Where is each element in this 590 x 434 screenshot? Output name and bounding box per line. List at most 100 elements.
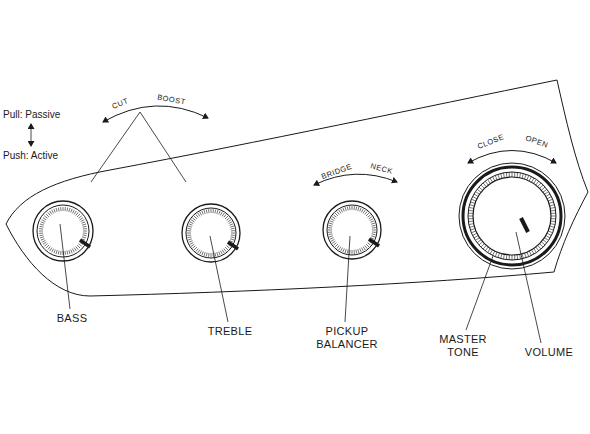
knurl-tick xyxy=(69,208,70,212)
knurl-tick xyxy=(358,249,359,253)
knurl-tick xyxy=(551,210,556,212)
knurl-tick xyxy=(206,253,208,257)
knurl-tick xyxy=(483,183,486,187)
knurl-tick xyxy=(551,221,556,223)
knurl-tick xyxy=(546,236,550,239)
knurl-tick xyxy=(514,172,515,177)
knurl-tick xyxy=(329,233,333,235)
knurl-tick xyxy=(522,174,523,179)
knurl-tick xyxy=(66,208,68,212)
knurl-tick xyxy=(191,244,194,246)
knurl-tick xyxy=(527,175,529,180)
knurl-tick xyxy=(371,221,375,223)
knurl-tick xyxy=(72,249,74,253)
knurl-tick xyxy=(474,194,478,197)
knurl-tick xyxy=(52,249,54,253)
knurl-tick xyxy=(468,216,473,217)
knurl-tick xyxy=(58,208,60,212)
leader-line xyxy=(466,256,493,330)
knurl-tick xyxy=(509,255,510,260)
knurl-tick xyxy=(231,230,235,231)
knurl-tick xyxy=(48,212,51,215)
knurl-tick xyxy=(206,210,208,214)
knurl-tick xyxy=(74,211,76,214)
knurl-tick xyxy=(549,229,554,231)
knurl-tick xyxy=(41,222,45,224)
knurl-tick xyxy=(536,247,539,251)
knurl-tick xyxy=(41,239,45,241)
knurl-tick xyxy=(231,236,235,238)
knurl-tick xyxy=(337,211,340,214)
knurl-tick xyxy=(471,231,476,233)
direction-label: BRIDGE xyxy=(321,163,354,182)
knurling xyxy=(39,172,556,260)
knurl-tick xyxy=(514,255,515,260)
knurl-tick xyxy=(363,210,365,213)
knurl-tick xyxy=(42,220,46,222)
treble-knob-ring xyxy=(186,208,236,258)
knurl-tick xyxy=(529,177,531,182)
knurl-tick xyxy=(200,251,202,255)
knurl-tick xyxy=(83,233,87,234)
knurl-tick xyxy=(187,230,191,231)
knurl-tick xyxy=(50,211,52,214)
knurl-tick xyxy=(468,213,473,214)
knurl-tick xyxy=(329,223,333,224)
knurl-tick xyxy=(46,214,49,217)
knurl-tick xyxy=(495,175,497,180)
knurl-tick xyxy=(551,216,556,217)
knurl-tick xyxy=(372,233,376,235)
knurl-tick xyxy=(77,214,80,217)
knurl-tick xyxy=(363,247,365,250)
knurl-tick xyxy=(337,246,340,249)
leader-line xyxy=(516,232,541,343)
knurl-tick xyxy=(468,221,473,223)
knurl-tick xyxy=(76,212,79,215)
knurl-tick xyxy=(365,246,368,249)
knurl-tick xyxy=(477,189,481,192)
knurl-tick xyxy=(225,247,228,250)
knurl-tick xyxy=(372,227,376,228)
knurl-tick xyxy=(227,246,230,249)
knurl-tick xyxy=(495,252,497,257)
knurl-tick xyxy=(82,224,86,225)
knurl-tick xyxy=(208,209,209,213)
knurl-tick xyxy=(371,223,375,224)
knurl-tick xyxy=(194,216,197,219)
knurl-tick xyxy=(204,210,205,214)
leader-line xyxy=(210,236,228,322)
knurl-tick xyxy=(355,207,357,211)
knurl-tick xyxy=(538,245,541,249)
knurl-tick xyxy=(361,248,363,252)
knurl-tick xyxy=(488,179,491,183)
pointer xyxy=(521,218,528,232)
knurl-tick xyxy=(330,221,334,223)
knurl-tick xyxy=(43,242,46,244)
knurl-tick xyxy=(217,210,218,214)
knurl-tick xyxy=(543,240,547,243)
knurl-tick xyxy=(341,248,343,252)
knurl-tick xyxy=(532,250,535,254)
knurl-tick xyxy=(50,248,52,251)
knurl-tick xyxy=(224,249,227,252)
balancer-knob-ring xyxy=(327,205,377,255)
knurl-tick xyxy=(225,216,228,219)
knurl-tick xyxy=(551,213,556,214)
knurl-tick xyxy=(473,233,478,235)
direction-label: CLOSE xyxy=(476,133,505,151)
knurl-tick xyxy=(475,238,479,241)
volume-knob xyxy=(463,167,561,265)
knurl-tick xyxy=(368,215,371,218)
knurl-tick xyxy=(222,213,224,216)
knurl-tick xyxy=(208,253,209,257)
knurl-tick xyxy=(470,202,475,204)
knurl-tick xyxy=(39,228,43,229)
knurl-tick xyxy=(219,211,221,215)
pointer xyxy=(369,239,379,246)
knurl-tick xyxy=(220,251,222,255)
knurl-tick xyxy=(214,210,216,214)
knurl-tick xyxy=(372,230,376,231)
leader-line xyxy=(60,224,70,309)
knurl-tick xyxy=(345,249,346,253)
knurl-tick xyxy=(536,181,539,185)
